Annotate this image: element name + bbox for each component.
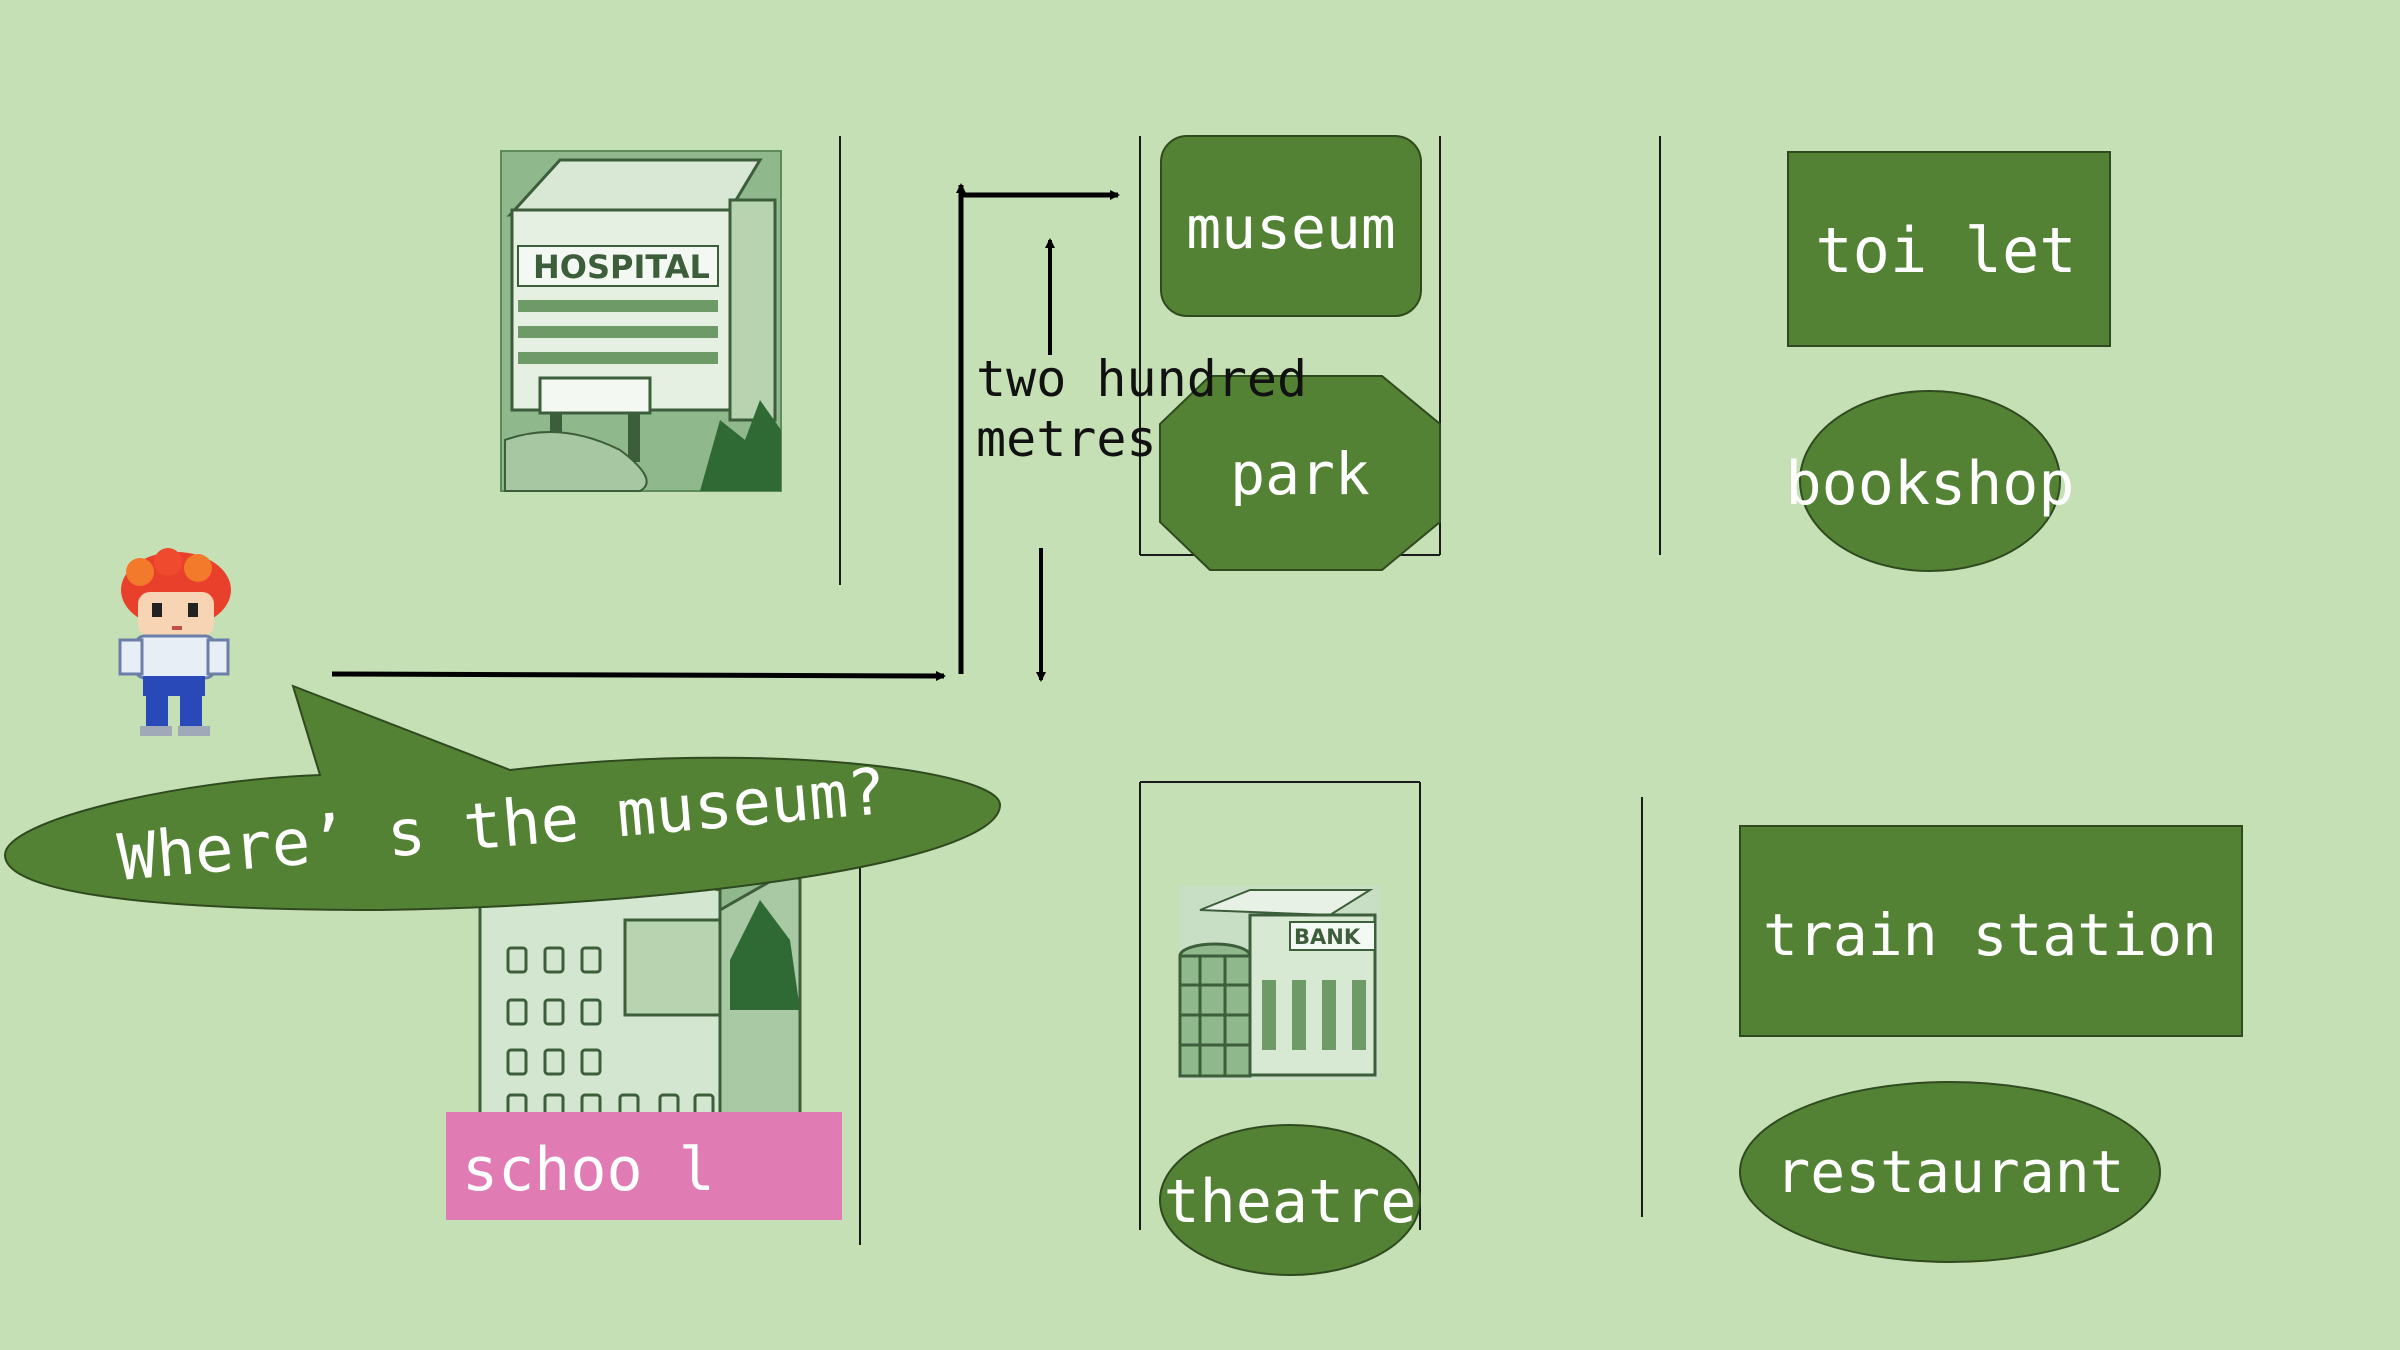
route-arrows [331,183,1120,682]
school-window [543,946,565,974]
school-window [580,1048,602,1076]
place-theatre: theatre [1159,1124,1421,1276]
distance-note-line1: two hundred [976,350,1307,408]
distance-note-line2: metres [976,410,1157,468]
place-train-station-label: train station [1763,901,2217,969]
place-theatre-label: theatre [1164,1167,1417,1237]
place-restaurant-label: restaurant [1775,1138,2124,1206]
school-windows [506,946,715,1121]
place-museum-label: museum [1186,194,1396,262]
place-toilet-label: toi let [1815,214,2076,287]
place-bookshop-label: bookshop [1786,449,2075,519]
boy-character-icon [118,548,231,736]
school-window [506,1048,528,1076]
place-bookshop: bookshop [1786,390,2075,572]
bank-building-icon: BANK [1178,886,1380,1080]
bank-sign: BANK [1294,925,1361,949]
school-window [580,998,602,1026]
hospital-building-icon: HOSPITAL [500,150,782,492]
school-window [543,998,565,1026]
place-restaurant: restaurant [1739,1081,2161,1263]
street-lines [839,136,1661,1245]
school-window [506,998,528,1026]
place-school-label: schoo l [462,1135,715,1205]
school-window [580,946,602,974]
school-window [543,1048,565,1076]
place-train-station: train station [1739,825,2243,1037]
place-toilet: toi let [1787,151,2111,347]
place-park-label: park [1230,440,1370,508]
school-window [506,946,528,974]
school-building-icon [478,868,802,1120]
hospital-sign: HOSPITAL [533,248,710,286]
place-park: park [1159,375,1441,571]
route-arrow-east [331,670,946,681]
place-museum: museum [1160,135,1422,317]
place-school: schoo l [446,1112,842,1220]
